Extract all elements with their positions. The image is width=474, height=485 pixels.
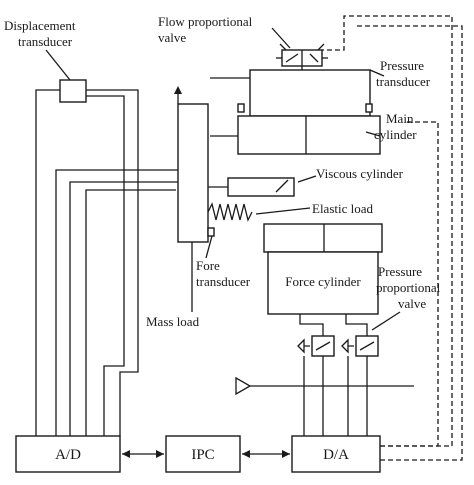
pressure-valve-label-1: Pressure <box>378 264 422 279</box>
proportional-valve-icon <box>297 335 379 357</box>
elastic-load-leader <box>255 207 311 215</box>
force-cylinder-body <box>267 251 379 315</box>
valve-hydraulic-lines <box>299 314 368 436</box>
mass-load-arrow <box>174 86 182 94</box>
force-cylinder-head <box>263 223 383 253</box>
ad-signal-lines <box>35 89 178 436</box>
elastic-load-label: Elastic load <box>312 201 374 216</box>
fore-transducer-label-2: transducer <box>196 274 251 289</box>
fore-transducer-leader <box>205 235 213 259</box>
viscous-cylinder-leader <box>297 175 317 183</box>
viscous-cylinder-box <box>227 177 295 197</box>
ad-label: A/D <box>55 447 81 463</box>
displacement-transducer-box <box>59 79 87 103</box>
ad-ipc-arrow <box>122 450 164 458</box>
displacement-label-1: Displacement <box>4 18 76 33</box>
ad-block <box>15 435 121 473</box>
pressure-transducer-leader <box>369 69 385 77</box>
force-cylinder-label: Force cylinder <box>285 274 361 289</box>
flow-valve-symbol <box>276 43 328 67</box>
ipc-block <box>165 435 241 473</box>
main-cylinder-label-2: cylinder <box>374 127 417 142</box>
flow-valve-label-2: valve <box>158 30 186 45</box>
pressure-valve-label-2: proportional <box>376 280 441 295</box>
viscous-cylinder-adjust <box>275 179 289 193</box>
pressure-transducer-label-2: transducer <box>376 74 431 89</box>
da-label: D/A <box>323 447 349 463</box>
pressure-valve-leader <box>371 311 401 331</box>
main-cylinder-upper <box>249 69 371 117</box>
fore-transducer-label-1: Fore <box>196 258 220 273</box>
pressure-transducer-label-1: Pressure <box>380 58 424 73</box>
main-cylinder-body <box>237 115 381 155</box>
viscous-cylinder-label: Viscous cylinder <box>316 166 404 181</box>
main-cylinder-port-right <box>365 103 373 113</box>
mass-load-body <box>177 103 209 243</box>
ipc-da-arrow <box>242 450 290 458</box>
fore-transducer-box <box>207 227 215 237</box>
main-cylinder-leader <box>365 131 381 137</box>
da-block <box>291 435 381 473</box>
control-dashed-lines <box>322 15 463 461</box>
mass-load-label: Mass load <box>146 314 200 329</box>
displacement-leader <box>45 49 71 81</box>
hydraulic-source-triangle-icon <box>235 376 252 396</box>
flow-valve-label-1: Flow proportional <box>158 14 253 29</box>
elastic-spring-icon <box>207 202 253 222</box>
pressure-valve-label-3: valve <box>398 296 426 311</box>
ipc-label: IPC <box>191 447 214 463</box>
main-cylinder-label-1: Main <box>386 111 414 126</box>
displacement-label-2: transducer <box>18 34 73 49</box>
main-cylinder-port-left <box>237 103 245 113</box>
flow-valve-leader <box>271 27 291 49</box>
